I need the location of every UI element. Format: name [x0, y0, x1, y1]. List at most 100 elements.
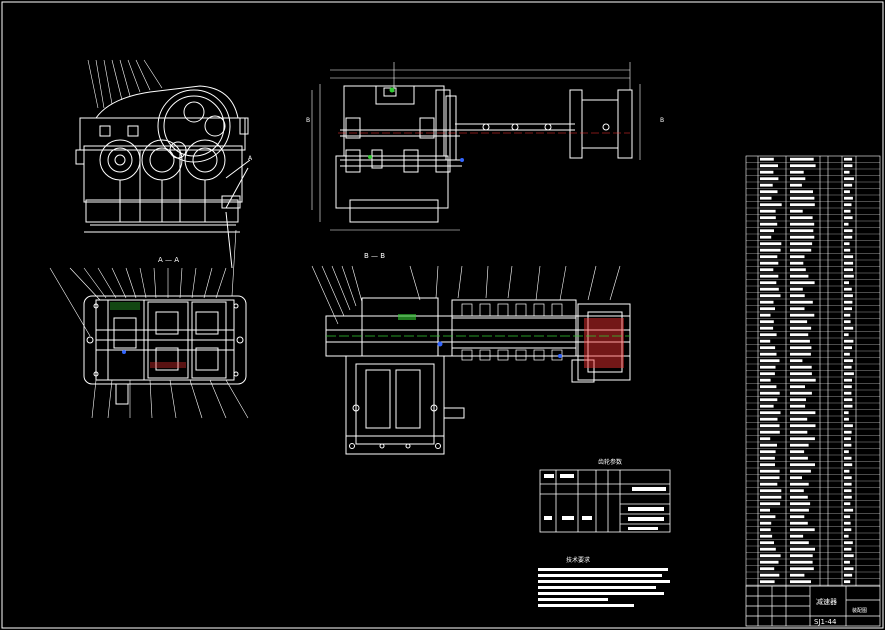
parts-list-cell-text [790, 209, 803, 213]
parts-list-cell-text [844, 320, 851, 324]
parts-list-cell-text [844, 391, 852, 395]
parts-list-cell-text [760, 177, 779, 181]
parts-list-cell-text [790, 437, 815, 441]
parts-list-cell-text [844, 177, 854, 181]
parts-list-cell-text [844, 502, 851, 506]
parts-list-cell-text [760, 274, 779, 278]
parts-list-cell-text [760, 443, 777, 447]
parts-list-cell-text [760, 190, 778, 194]
parts-list-cell-text [760, 495, 782, 499]
parts-list-cell-text [760, 391, 780, 395]
parts-list-cell-text [844, 463, 853, 467]
parts-list-cell-text [844, 489, 852, 493]
parts-list-cell-text [760, 248, 781, 252]
parts-list-cell-text [844, 528, 852, 532]
parts-list-cell-text [844, 560, 850, 564]
parts-list-cell-text [844, 164, 853, 168]
parts-list-cell-text [760, 482, 778, 486]
parts-list-cell-text [760, 268, 774, 272]
parts-list-cell-text [760, 196, 772, 200]
parts-list-cell-text [844, 450, 849, 454]
parts-list-cell-text [844, 229, 853, 233]
parts-list-cell-text [760, 567, 775, 571]
parts-list-cell-text [790, 300, 813, 304]
parts-list-cell-text [760, 164, 778, 168]
parts-list-cell-text [790, 359, 803, 363]
parts-list-cell-text [844, 170, 850, 174]
front-view [75, 59, 251, 269]
parts-list-cell-text [790, 235, 815, 239]
parts-list-rows [746, 157, 880, 586]
parts-list-cell-text [844, 307, 852, 311]
parts-list-cell-text [790, 443, 809, 447]
parts-list-cell-text [790, 456, 808, 460]
parts-list-cell-text [790, 378, 816, 382]
parts-list-cell-text [844, 541, 853, 545]
parts-list-cell-text [760, 411, 781, 415]
parts-list-cell-text [844, 326, 854, 330]
parts-list-cell-text [790, 183, 802, 187]
parts-list-cell-text [760, 229, 774, 233]
parts-list-cell-text [790, 424, 816, 428]
parts-list-cell-text [760, 463, 775, 467]
section-aa-label: A — A [158, 256, 179, 264]
parts-list-cell-text [844, 287, 852, 291]
parts-list-cell-text [790, 307, 805, 311]
parts-list-cell-text [760, 346, 776, 350]
parts-list-cell-text [844, 216, 853, 220]
parts-list-cell-text [760, 222, 778, 226]
parts-list-cell-text [790, 242, 813, 246]
parts-list-cell-text [790, 190, 813, 194]
parts-list-cell-text [790, 385, 805, 389]
parts-list-cell-text [844, 359, 853, 363]
parts-list-cell-text [760, 255, 778, 259]
parts-list-cell-text [760, 378, 771, 382]
parts-list-cell-text [844, 398, 853, 402]
parts-list-cell-text [760, 398, 778, 402]
parts-list-cell-text [790, 547, 815, 551]
parts-list-cell-text [760, 430, 780, 434]
title-block [745, 585, 881, 627]
title-block-name: 减速器 [816, 597, 837, 606]
parts-list-cell-text [790, 534, 804, 538]
parts-list-cell-text [790, 573, 805, 577]
parts-list-cell-text [760, 404, 774, 408]
parts-list-cell-text [844, 456, 852, 460]
parts-list-cell-text [760, 528, 771, 532]
parts-list-cell-text [844, 352, 850, 356]
parts-list-cell-text [844, 209, 851, 213]
parts-list-cell-text [844, 385, 852, 389]
parts-list-cell-text [790, 216, 813, 220]
parts-list-cell-text [760, 515, 776, 519]
parts-list-cell-text [844, 300, 853, 304]
parts-list-cell-text [790, 274, 809, 278]
section-bb-label: B — B [364, 252, 385, 260]
parts-list-cell-text [790, 476, 802, 480]
parts-list-cell-text [760, 326, 774, 330]
parts-list-cell-text [790, 450, 805, 454]
parts-list-cell-text [760, 216, 776, 220]
parts-list-cell-text [790, 430, 808, 434]
parts-list-cell-text [760, 339, 771, 343]
parts-list-cell-text [844, 515, 851, 519]
parts-list-cell-text [790, 489, 804, 493]
parts-list-cell-text [790, 417, 808, 421]
parts-list-cell-text [790, 502, 811, 506]
parts-list-cell-text [844, 281, 849, 285]
parts-list-cell-text [760, 437, 771, 441]
parts-list-cell-text [790, 229, 814, 233]
parts-list-cell-text [844, 294, 853, 298]
parts-list-cell-text [790, 482, 809, 486]
parts-list-cell-text [760, 170, 774, 174]
parts-list-cell-text [760, 508, 770, 512]
title-block-code: SJ1-44 [814, 618, 837, 626]
parts-list-cell-text [790, 372, 812, 376]
parts-list-cell-text [790, 567, 814, 571]
parts-list-cell-text [790, 528, 815, 532]
parts-list-cell-text [790, 287, 803, 291]
parts-list-cell-text [790, 411, 816, 415]
tech-requirements-text [538, 568, 670, 607]
parts-list-cell-text [760, 307, 775, 311]
